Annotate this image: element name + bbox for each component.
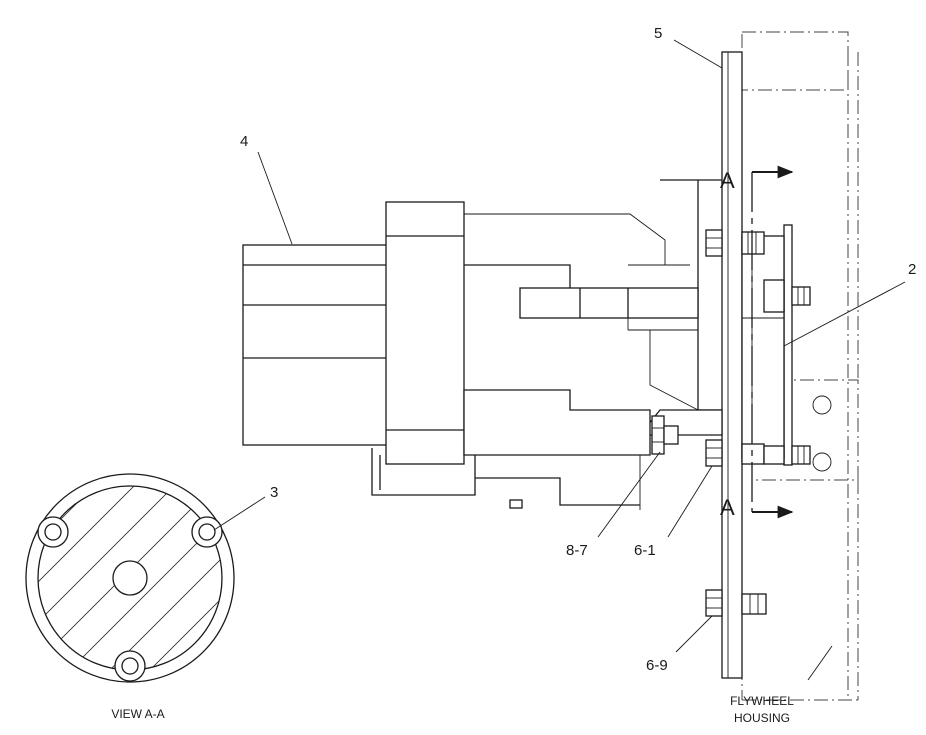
mounting-plate (721, 51, 743, 679)
callout-3: 3 (270, 484, 278, 501)
adapter-plate (741, 224, 793, 466)
flywheel-label-line-2: HOUSING (734, 711, 790, 725)
bolt-center (763, 279, 811, 313)
section-label-bottom: A (720, 495, 735, 520)
callout-2: 2 (908, 261, 916, 278)
bolt-upper (705, 229, 765, 257)
callout-6-9: 6-9 (646, 657, 668, 674)
section-line-a-a (751, 165, 794, 519)
bolt-6-1 (705, 439, 811, 467)
speed-sensor-body (242, 201, 699, 509)
callout-4: 4 (240, 133, 248, 150)
bolt-6-9 (705, 589, 767, 617)
callout-5: 5 (654, 25, 662, 42)
leader-lines (213, 39, 906, 681)
section-label-top: A (720, 168, 735, 193)
callout-8-7: 8-7 (566, 542, 588, 559)
flywheel-label-line-1: FLYWHEEL (730, 694, 794, 708)
view-a-a-disc (25, 473, 235, 683)
view-a-a-caption: VIEW A-A (111, 707, 164, 721)
disc-hatching (38, 486, 222, 670)
callout-6-1: 6-1 (634, 542, 656, 559)
